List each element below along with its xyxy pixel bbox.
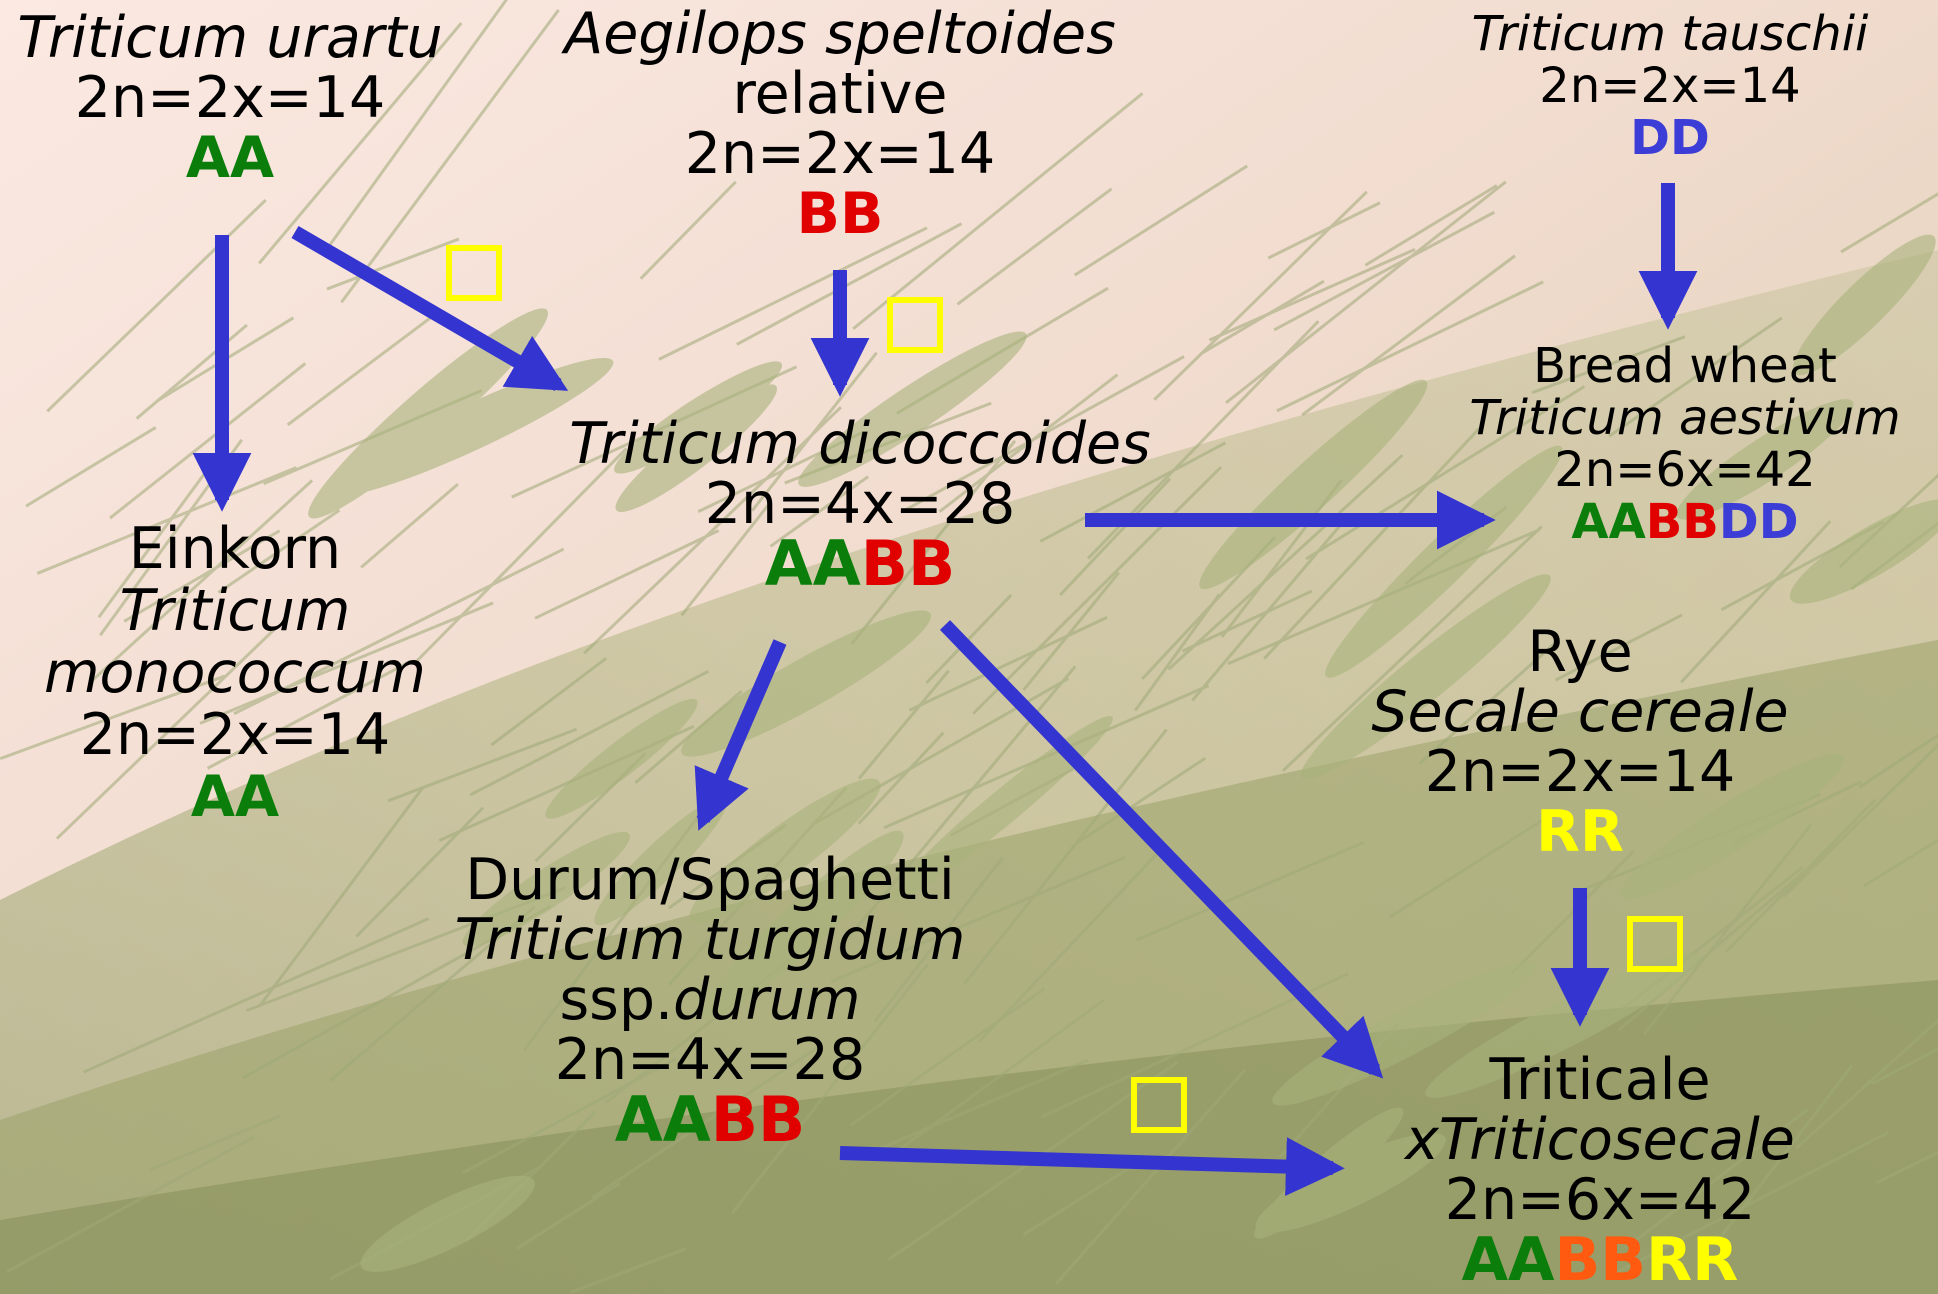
ploidy-label: 2n=6x=42 [1440, 444, 1930, 496]
species-name-line2: monococcum [0, 642, 470, 704]
yellow-box-durum-edge [1131, 1077, 1187, 1133]
species-name: Triticum dicoccoides [520, 414, 1200, 474]
genome-d: DD [1719, 494, 1799, 550]
genome-r: RR [1646, 1225, 1738, 1294]
genome-label: AABB [400, 1090, 1020, 1150]
genome-a: AA [191, 764, 279, 830]
species-name: Aegilops speltoides [520, 4, 1160, 64]
ploidy-label: 2n=2x=14 [520, 124, 1160, 184]
ploidy-label: 2n=6x=42 [1340, 1170, 1860, 1230]
subspecies-prefix: ssp. [559, 967, 673, 1033]
species-name: xTriticosecale [1340, 1110, 1860, 1170]
subspecies-name: durum [673, 967, 860, 1033]
arrow-durum-triticale [840, 1153, 1333, 1168]
ploidy-label: 2n=4x=28 [520, 474, 1200, 534]
ploidy-label: 2n=2x=14 [1440, 60, 1900, 112]
species-name: Triticum tauschii [1440, 8, 1900, 60]
genome-label: AABBDD [1440, 496, 1930, 548]
common-name: Bread wheat [1440, 340, 1930, 392]
ploidy-label: 2n=2x=14 [0, 68, 460, 128]
common-name: Durum/Spaghetti [400, 850, 1020, 910]
yellow-box-speltoides-edge [887, 297, 943, 353]
arrow-urartu-dicoccoides [295, 232, 558, 385]
common-name: Rye [1340, 622, 1820, 682]
genome-label: AA [0, 128, 460, 188]
genome-a: AA [186, 125, 274, 191]
genome-label: AABBRR [1340, 1230, 1860, 1290]
node-rye: Rye Secale cereale 2n=2x=14 RR [1340, 622, 1820, 862]
genome-label: DD [1440, 112, 1900, 164]
common-name: Einkorn [0, 518, 470, 580]
ploidy-label: 2n=2x=14 [0, 704, 470, 766]
species-qualifier: relative [520, 64, 1160, 124]
genome-a: AA [1462, 1225, 1555, 1294]
arrow-dicoccoides-durum [703, 642, 780, 820]
subspecies-label: ssp.durum [400, 970, 1020, 1030]
genome-d: DD [1630, 110, 1710, 166]
yellow-box-urartu-edge [446, 245, 502, 301]
genome-b: BB [861, 527, 956, 600]
genome-a: AA [765, 527, 861, 600]
common-name: Triticale [1340, 1050, 1860, 1110]
species-name: Triticum urartu [0, 8, 460, 68]
genome-label: AABB [520, 534, 1200, 594]
ploidy-label: 2n=2x=14 [1340, 742, 1820, 802]
species-name: Secale cereale [1340, 682, 1820, 742]
species-name: Triticum [0, 580, 470, 642]
species-name: Triticum aestivum [1440, 392, 1930, 444]
node-einkorn: Einkorn Triticum monococcum 2n=2x=14 AA [0, 518, 470, 828]
node-bread-wheat: Bread wheat Triticum aestivum 2n=6x=42 A… [1440, 340, 1930, 548]
genome-b: BB [1555, 1225, 1646, 1294]
genome-b: BB [797, 181, 884, 247]
genome-label: RR [1340, 802, 1820, 862]
node-durum: Durum/Spaghetti Triticum turgidum ssp.du… [400, 850, 1020, 1150]
node-triticale: Triticale xTriticosecale 2n=6x=42 AABBRR [1340, 1050, 1860, 1290]
node-tauschii: Triticum tauschii 2n=2x=14 DD [1440, 8, 1900, 164]
genome-a: AA [615, 1083, 711, 1156]
genome-b: BB [1646, 494, 1719, 550]
genome-b: BB [711, 1083, 806, 1156]
genome-label: BB [520, 184, 1160, 244]
node-dicoccoides: Triticum dicoccoides 2n=4x=28 AABB [520, 414, 1200, 594]
node-urartu: Triticum urartu 2n=2x=14 AA [0, 8, 460, 188]
species-name: Triticum turgidum [400, 910, 1020, 970]
genome-a: AA [1571, 494, 1645, 550]
node-speltoides: Aegilops speltoides relative 2n=2x=14 BB [520, 4, 1160, 244]
genome-label: AA [0, 766, 470, 828]
genome-r: RR [1536, 799, 1624, 865]
yellow-box-rye-edge [1627, 916, 1683, 972]
ploidy-label: 2n=4x=28 [400, 1030, 1020, 1090]
